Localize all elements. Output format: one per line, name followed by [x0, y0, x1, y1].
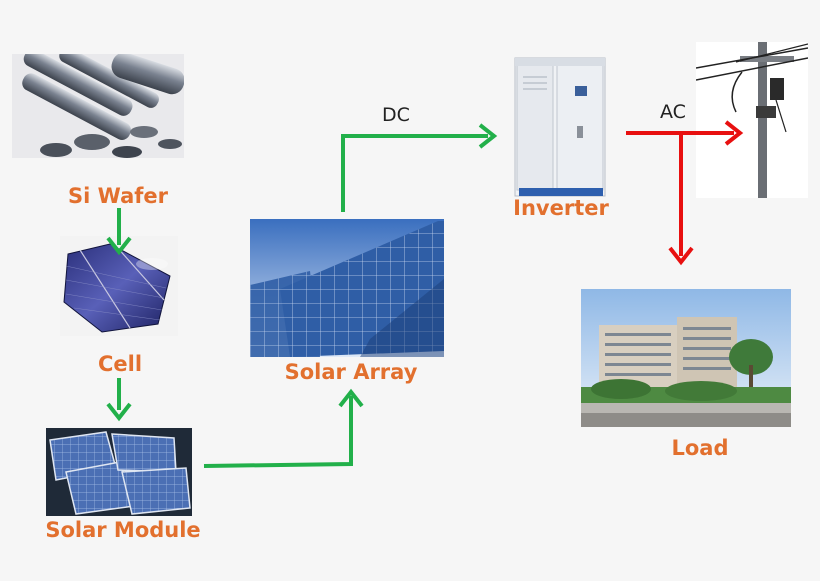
utility-pole-image — [696, 42, 808, 198]
arrowhead-cell-to-module — [106, 402, 132, 422]
si-wafer-label: Si Wafer — [68, 184, 168, 208]
load-image — [581, 289, 791, 427]
inverter-label: Inverter — [513, 196, 609, 220]
inverter-cabinet-icon — [514, 57, 606, 197]
arrowhead-ac-to-load — [668, 246, 694, 266]
arrowhead-inverter-to-grid — [724, 120, 744, 146]
arrow-module-to-array — [203, 396, 353, 468]
solar-array-icon — [250, 219, 444, 357]
utility-pole-icon — [696, 42, 808, 198]
solar-array-label: Solar Array — [284, 360, 418, 384]
solar-array-image — [250, 219, 444, 357]
solar-module-image — [46, 428, 192, 516]
arrow-array-to-inverter — [341, 134, 488, 212]
cell-image — [60, 236, 178, 336]
arrowhead-wafer-to-cell — [106, 236, 132, 256]
si-wafer-image — [12, 54, 184, 158]
arrowhead-array-to-inverter — [478, 123, 498, 149]
cell-label: Cell — [97, 352, 143, 376]
ac-label: AC — [660, 101, 686, 123]
solar-module-label: Solar Module — [45, 518, 201, 542]
solar-cell-icon — [63, 243, 171, 333]
silicon-ingots-wafers-icon — [22, 54, 184, 158]
inverter-image — [513, 56, 607, 198]
arrowhead-module-to-array — [338, 388, 364, 408]
buildings-icon — [581, 289, 791, 427]
dc-label: DC — [382, 104, 410, 126]
solar-modules-icon — [49, 431, 191, 515]
load-label: Load — [671, 436, 729, 460]
